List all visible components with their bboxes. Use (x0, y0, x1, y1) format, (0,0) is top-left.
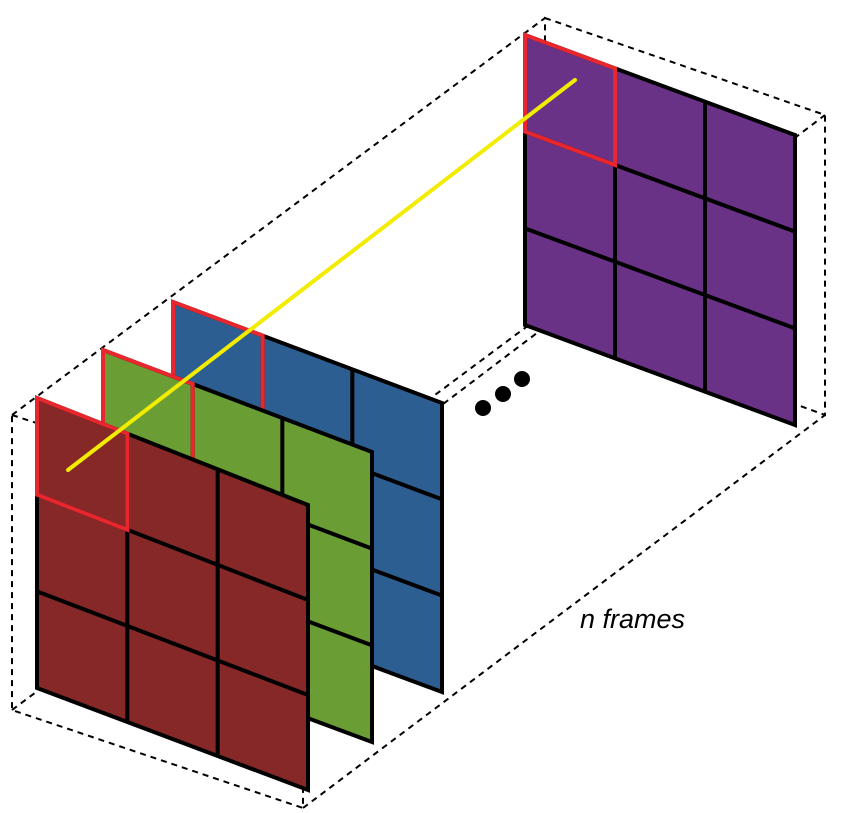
ellipsis-dot (475, 400, 491, 416)
ellipsis-dot (514, 371, 530, 387)
frame-n-panel (523, 32, 797, 428)
grid-line-horizontal (36, 589, 309, 697)
frame-n (523, 32, 797, 428)
frames-count-label: n frames (580, 604, 685, 634)
highlighted-cell (523, 32, 617, 168)
ellipsis-dot (495, 386, 511, 402)
ellipsis-icon (475, 371, 530, 416)
frames-layer (35, 32, 797, 793)
grid-line-horizontal (524, 226, 796, 331)
highlighted-cell (35, 395, 130, 533)
bbox-edge-top-left (11, 17, 546, 416)
frame-1 (35, 395, 310, 793)
bbox-edge-bottom-right (302, 414, 826, 809)
pixel-track-line (66, 78, 577, 472)
